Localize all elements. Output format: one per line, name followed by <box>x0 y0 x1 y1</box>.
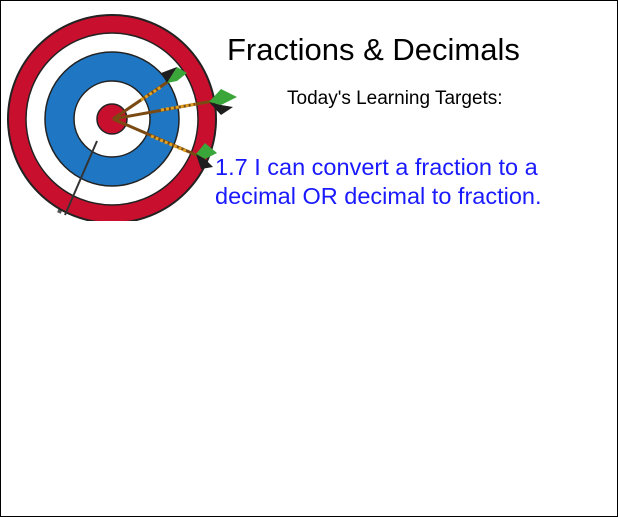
learning-targets-heading: Today's Learning Targets: <box>287 88 503 109</box>
dartboard-with-darts-icon <box>7 14 237 221</box>
dart-icon <box>112 89 237 121</box>
dart-icon <box>112 117 217 169</box>
bullseye <box>96 103 128 135</box>
learning-target-line: decimal OR decimal to fraction. <box>215 182 542 209</box>
learning-target-line: 1.7 I can convert a fraction to a <box>215 154 538 180</box>
learning-target: 1.7 I can convert a fraction to a decima… <box>215 153 611 210</box>
dart-icon <box>112 67 187 121</box>
stand-leg-front <box>64 140 98 216</box>
slide-title: Fractions & Decimals <box>227 32 520 67</box>
